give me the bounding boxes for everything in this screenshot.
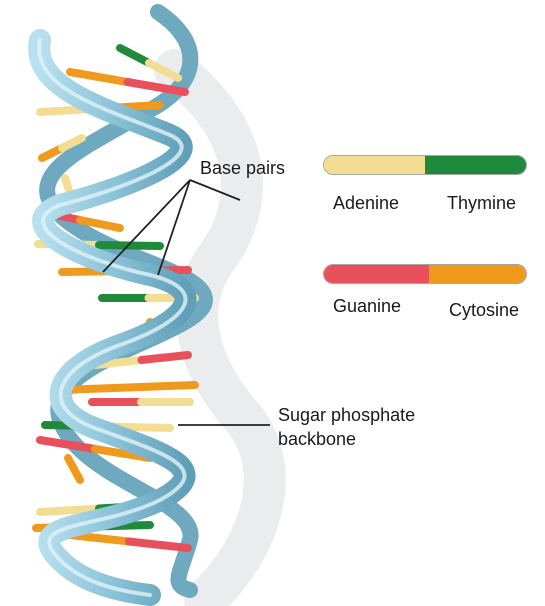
base-pair-rung-2-half-b xyxy=(123,78,189,96)
guanine-segment xyxy=(324,265,430,283)
base-pair-rung-12-half-b xyxy=(123,381,199,392)
base-pair-rung-2-half-a xyxy=(66,68,132,86)
base-pair-rung-17-half-a xyxy=(36,504,103,516)
helix-shadow xyxy=(154,49,286,606)
base-pair-rung-4-half-b xyxy=(58,134,86,152)
base-pairs-leader-line-3 xyxy=(189,179,241,201)
base-pair-rung-7-half-b xyxy=(95,241,164,250)
thymine-segment xyxy=(425,156,526,174)
adenine-thymine-key-bar xyxy=(323,155,527,175)
guanine-label: Guanine xyxy=(333,296,402,316)
thymine-label: Thymine xyxy=(447,193,517,213)
base-pair-rung-16-half-b xyxy=(70,465,84,484)
base-pair-rung-19-half-a xyxy=(66,531,133,546)
base-pair-rung-1-half-a xyxy=(116,44,153,67)
cytosine-segment xyxy=(429,265,526,283)
backbone-strand-back xyxy=(39,4,214,598)
backbone-label-line1: Sugar phosphate xyxy=(278,405,416,425)
base-pairs-leader-line-1 xyxy=(102,179,191,273)
backbone-strand-front-highlight xyxy=(37,38,188,597)
base-pair-rung-1-half-b xyxy=(145,59,182,82)
guanine-cytosine-key-bar xyxy=(323,264,527,284)
base-pair-rung-19-half-b xyxy=(125,537,192,552)
backbone-label-line2: backbone xyxy=(278,429,357,449)
base-pair-rung-6-half-b xyxy=(76,216,124,232)
base-pair-rung-15-half-a xyxy=(36,436,99,453)
cytosine-label: Cytosine xyxy=(449,300,520,320)
adenine-label: Adenine xyxy=(333,193,400,213)
adenine-segment xyxy=(324,156,425,174)
base-pair-rung-11-half-b xyxy=(137,351,192,364)
base-pairs-leader-line-2 xyxy=(157,179,191,276)
base-pairs-label: Base pairs xyxy=(200,158,286,178)
